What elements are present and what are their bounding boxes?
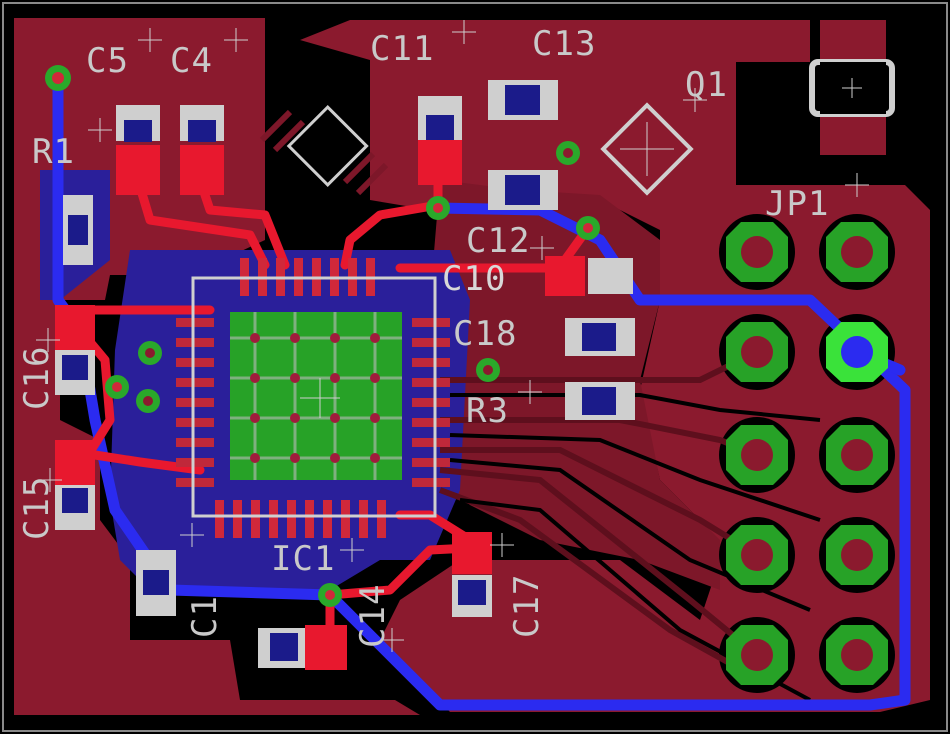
smd-components	[55, 80, 635, 670]
jp1-pin	[726, 322, 788, 382]
label-jp1: JP1	[765, 184, 829, 224]
origin-markers	[36, 20, 869, 652]
r3-footprint	[565, 382, 635, 420]
jp1-pin	[826, 525, 888, 585]
label-c10: C10	[442, 259, 506, 299]
label-ic1: IC1	[271, 539, 335, 579]
via	[105, 375, 129, 399]
label-c17: C17	[507, 574, 547, 638]
label-c13: C13	[532, 24, 596, 64]
ic1-pads-left	[176, 318, 214, 487]
via	[318, 583, 342, 607]
c14-footprint	[258, 625, 347, 670]
jp1-pin	[726, 222, 788, 282]
top-right-connector	[809, 20, 895, 155]
label-q1: Q1	[685, 65, 728, 105]
via	[556, 141, 580, 165]
ic1-pads-right	[412, 318, 450, 487]
via	[45, 65, 71, 91]
via	[426, 196, 450, 220]
label-c5: C5	[86, 41, 129, 81]
via	[136, 389, 160, 413]
jp1-header-pins	[726, 222, 888, 685]
label-c1: C1	[185, 595, 225, 638]
jp1-pin	[826, 222, 888, 282]
c1-footprint	[136, 550, 176, 616]
label-r1: R1	[32, 132, 75, 172]
q1-footprint	[600, 102, 694, 196]
c4-footprint	[180, 105, 224, 195]
jp1-pin	[826, 322, 888, 382]
c13-footprint	[488, 80, 558, 120]
vias	[45, 65, 600, 607]
label-c12: C12	[466, 221, 530, 261]
c16-footprint	[55, 305, 95, 395]
ic1-pads-bottom	[215, 500, 386, 538]
via	[138, 341, 162, 365]
label-c18: C18	[453, 314, 517, 354]
jp1-pin	[726, 625, 788, 685]
c11-footprint	[418, 96, 462, 185]
label-c4: C4	[170, 41, 213, 81]
c17-footprint	[452, 532, 492, 617]
via	[476, 358, 500, 382]
jp1-pin	[826, 625, 888, 685]
label-c16: C16	[17, 346, 57, 410]
via	[576, 216, 600, 240]
c18-footprint	[565, 318, 635, 356]
jp1-pin	[726, 425, 788, 485]
c10-footprint	[545, 256, 633, 296]
label-c11: C11	[370, 29, 434, 69]
c12-footprint	[488, 170, 558, 210]
jp1-pin	[826, 425, 888, 485]
label-r3: R3	[466, 391, 509, 431]
ic1-silkscreen-outline	[191, 276, 437, 518]
label-c15: C15	[17, 476, 57, 540]
top-copper-pour-left-lower	[14, 300, 420, 715]
c15-footprint	[55, 440, 95, 530]
r1-footprint	[63, 195, 93, 265]
jp1-pin	[726, 525, 788, 585]
label-c14: C14	[353, 584, 393, 648]
c5-footprint	[116, 105, 160, 195]
ic1-thermal-pad	[230, 312, 402, 480]
rotated-component	[259, 104, 389, 196]
